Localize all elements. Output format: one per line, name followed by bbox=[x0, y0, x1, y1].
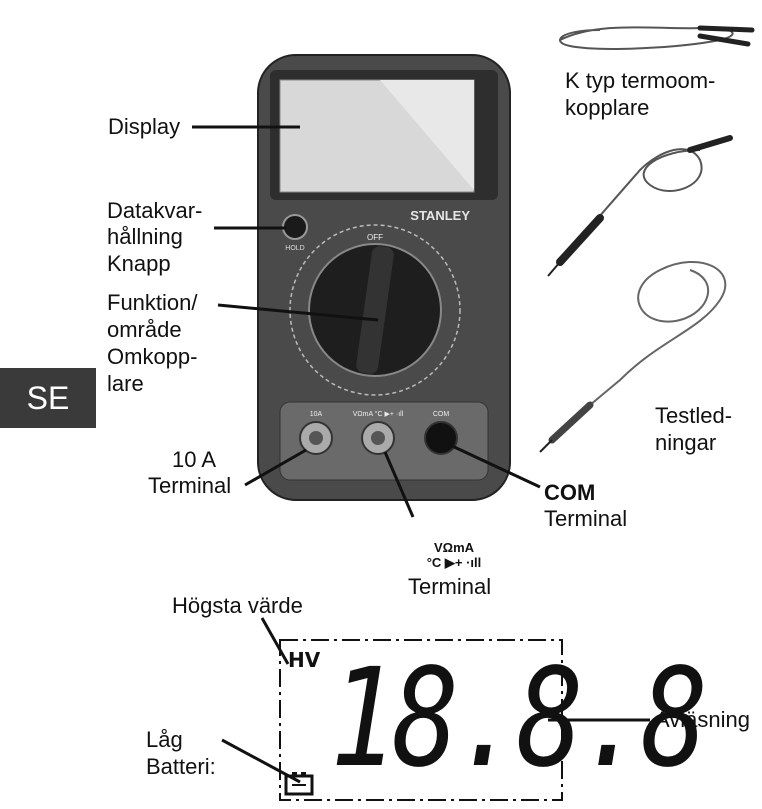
probe-handle-1 bbox=[556, 214, 604, 266]
thermocouple-plugs bbox=[697, 25, 755, 47]
label-com-1: COM bbox=[544, 480, 596, 505]
label-vohm-terminal: Terminal bbox=[408, 574, 492, 599]
label-leads-2: ningar bbox=[655, 430, 717, 455]
probe-lead-1 bbox=[569, 148, 703, 251]
label-function-1: Funktion/ bbox=[107, 290, 198, 315]
label-com-2: Terminal bbox=[544, 506, 628, 531]
label-thermo-1: K typ termoom- bbox=[565, 68, 716, 93]
svg-text:VΩmA °C ▶+ ·ıll: VΩmA °C ▶+ ·ıll bbox=[353, 410, 404, 418]
label-function-3: Omkopp- bbox=[107, 344, 198, 369]
label-hold-2: hållning bbox=[107, 224, 183, 249]
label-highest-value: Högsta värde bbox=[172, 593, 303, 618]
label-function-4: lare bbox=[107, 371, 144, 396]
battery-icon bbox=[284, 772, 314, 796]
label-leads-1: Testled- bbox=[655, 403, 733, 428]
label-function-2: område bbox=[107, 317, 182, 342]
lcd-digits: 18.8.8 bbox=[330, 640, 708, 798]
brand-text: STANLEY bbox=[410, 208, 470, 223]
label-low-battery-2: Batteri: bbox=[146, 754, 216, 779]
label-hold-3: Knapp bbox=[107, 251, 171, 276]
range-ring bbox=[289, 224, 461, 396]
svg-text:10A: 10A bbox=[310, 411, 323, 418]
terminal-com bbox=[424, 421, 458, 455]
label-vohm-sym-2: °C ▶+ ·ıll bbox=[426, 555, 482, 570]
probe-handle-2 bbox=[548, 401, 594, 444]
display-glare bbox=[380, 80, 474, 190]
label-low-battery-1: Låg bbox=[146, 727, 183, 752]
label-hold-1: Datakvar- bbox=[107, 198, 203, 223]
label-10a-2: Terminal bbox=[148, 473, 232, 498]
hold-button-label: HOLD bbox=[285, 245, 304, 252]
dial-pointer bbox=[356, 246, 394, 374]
label-vohm-sym-1: VΩmA bbox=[433, 540, 475, 555]
label-10a-1: 10 A bbox=[172, 447, 217, 472]
dial-off: OFF bbox=[367, 233, 383, 242]
probe-lead-2 bbox=[559, 261, 727, 431]
svg-text:COM: COM bbox=[433, 411, 450, 418]
label-thermo-2: kopplare bbox=[565, 95, 650, 120]
lcd-frame bbox=[279, 639, 563, 801]
label-display: Display bbox=[108, 114, 181, 139]
lcd-hv-indicator: HV bbox=[288, 648, 321, 672]
hold-button bbox=[282, 214, 308, 240]
label-reading: Avläsning bbox=[655, 707, 750, 732]
language-tab: SE bbox=[0, 368, 96, 428]
